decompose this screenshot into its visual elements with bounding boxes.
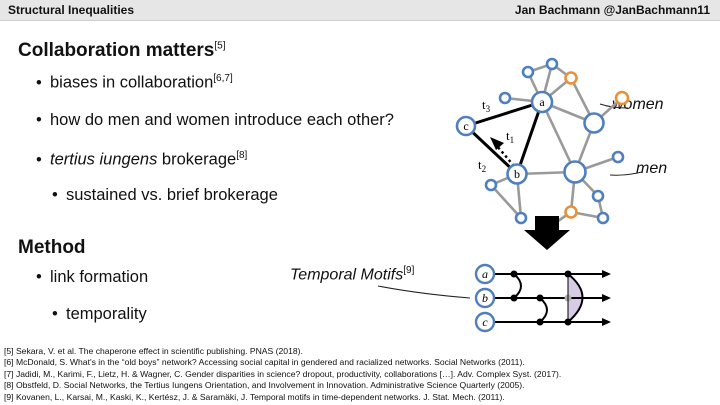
edge <box>540 101 577 173</box>
node-man <box>596 211 610 225</box>
men-pointer-line <box>609 171 643 176</box>
brokerage-arrow <box>496 145 515 167</box>
node-woman <box>564 71 578 85</box>
network-edges <box>490 62 623 230</box>
heading-collaboration: Collaboration matters[5] <box>18 40 226 61</box>
network-nodes <box>455 57 630 235</box>
event-a-c <box>567 273 584 323</box>
reference-6: [6] McDonald, S. What's in the “old boys… <box>4 357 525 368</box>
event-dot <box>536 318 544 326</box>
node-a-label: a <box>539 95 545 109</box>
triangle-edges <box>464 100 544 176</box>
author-credit: Jan Bachmann @JanBachmann11 <box>514 3 710 17</box>
node-man <box>521 65 535 79</box>
sub-bullet-temporality: •temporality <box>52 305 147 323</box>
node-c-label: c <box>463 119 468 133</box>
down-arrow-icon <box>524 216 570 250</box>
node-woman <box>564 205 578 219</box>
node-b <box>506 163 528 185</box>
node-man <box>545 57 559 71</box>
temporal-motifs-label: Temporal Motifs[9] <box>290 265 415 284</box>
reference-9: [9] Kovanen, L., Karsai, M., Kaski, K., … <box>4 391 505 402</box>
node-man <box>484 178 498 192</box>
references-list: [5] Sekara, V. et al. The chaperone effe… <box>4 346 716 403</box>
motifs-pointer-line <box>377 285 471 299</box>
event-a-b <box>513 273 522 299</box>
reference-8: [8] Obstfeld, D. Social Networks, the Te… <box>4 380 525 391</box>
motif-label-c: c <box>482 315 488 329</box>
edge-c-a <box>465 100 543 128</box>
bullet-introduce: •how do men and women introduce each oth… <box>36 111 394 129</box>
node-man <box>514 211 528 225</box>
legend-men: men <box>636 160 668 177</box>
edge-a-b <box>515 101 544 175</box>
node-b-label: b <box>514 167 520 181</box>
t2-label: t2 <box>478 157 486 174</box>
edge <box>490 184 522 219</box>
arrow-a-icon <box>602 270 611 278</box>
event-dot <box>536 294 544 302</box>
motif-label-b: b <box>482 291 488 305</box>
event-dot <box>510 294 518 302</box>
bullet-brokerage: •tertius iungens brokerage[8] <box>36 150 248 169</box>
reference-7: [7] Jadidi, M., Karimi, F., Lietz, H. & … <box>4 368 562 379</box>
motif-node-b <box>474 287 496 309</box>
header-bar: Structural Inequalities Jan Bachmann @Ja… <box>0 0 720 21</box>
node-man <box>563 160 587 184</box>
slide-topic: Structural Inequalities <box>8 3 135 17</box>
temporal-motif-diagram: a b c <box>474 263 611 333</box>
motif-node-a <box>474 263 496 285</box>
node-man <box>583 112 605 134</box>
t1-label: t1 <box>506 128 514 145</box>
arrow-head-icon <box>490 137 504 150</box>
bullet-biases: •biases in collaboration[6,7] <box>36 73 233 92</box>
event-dot <box>510 270 518 278</box>
bullet-link-formation: •link formation <box>36 268 149 286</box>
t3-label: t3 <box>482 97 491 114</box>
arrow-b-icon <box>602 294 611 302</box>
motif-label-a: a <box>482 267 488 281</box>
node-a <box>530 90 554 114</box>
reference-5: [5] Sekara, V. et al. The chaperone effe… <box>4 346 303 356</box>
arrow-c-icon <box>602 318 611 326</box>
event-b-c <box>539 297 548 323</box>
node-woman <box>614 90 630 106</box>
node-man <box>611 150 625 164</box>
edge-c-b <box>464 124 519 176</box>
sub-bullet-sustained: •sustained vs. brief brokerage <box>52 186 278 204</box>
node-c <box>455 115 477 137</box>
node-man <box>498 91 512 105</box>
heading-method: Method <box>18 237 86 258</box>
node-man <box>591 189 605 203</box>
motif-node-c <box>474 311 496 333</box>
